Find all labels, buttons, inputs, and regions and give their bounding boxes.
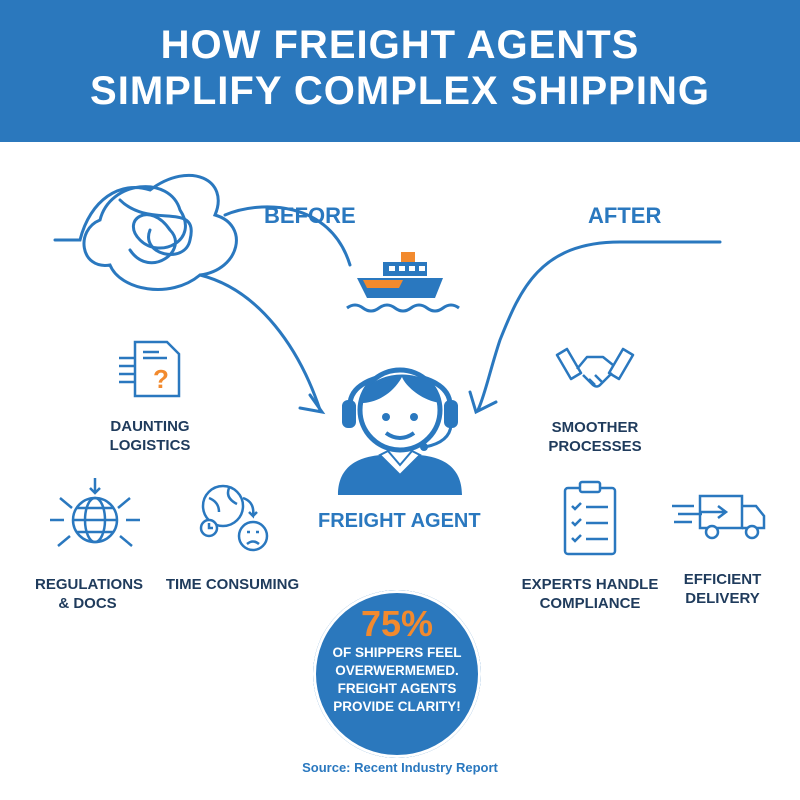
title-line-1: HOW FREIGHT AGENTS — [160, 23, 640, 67]
freight-agent-label: FREIGHT AGENT — [318, 510, 481, 532]
smoother-processes-label: SMOOTHER PROCESSES — [548, 419, 642, 455]
globe-clock-frown-icon — [199, 484, 269, 552]
statistic-circle: 75% OF SHIPPERS FEEL OVERWERMEMED. FREIG… — [313, 590, 481, 758]
checklist-icon — [563, 480, 617, 556]
before-label: BEFORE — [264, 203, 356, 228]
title-line-2: SIMPLIFY COMPLEX SHIPPING — [90, 69, 710, 113]
statistic-value: 75% — [360, 603, 434, 644]
ship-icon — [346, 252, 460, 313]
regulations-docs-label: REGULATIONS & DOCS — [35, 576, 144, 612]
agent-headset-icon — [338, 367, 462, 495]
source-note: Source: Recent Industry Report — [302, 760, 498, 775]
time-consuming-label: TIME CONSUMING — [165, 576, 300, 593]
document-question-icon: ? — [119, 340, 181, 398]
after-label: AFTER — [588, 203, 662, 228]
delivery-truck-icon — [672, 494, 766, 540]
statistic-message: OF SHIPPERS FEEL OVERWERMEMED. FREIGHT A… — [332, 645, 462, 714]
efficient-delivery-label: EFFICIENT DELIVERY — [683, 571, 762, 607]
globe-arrows-icon — [50, 478, 140, 547]
experts-compliance-label: EXPERTS HANDLE COMPLIANCE — [521, 576, 659, 612]
header-banner: HOW FREIGHT AGENTS SIMPLIFY COMPLEX SHIP… — [0, 0, 800, 142]
handshake-icon — [555, 347, 635, 388]
svg-text:?: ? — [153, 364, 169, 394]
daunting-logistics-label: DAUNTING LOGISTICS — [109, 418, 191, 454]
